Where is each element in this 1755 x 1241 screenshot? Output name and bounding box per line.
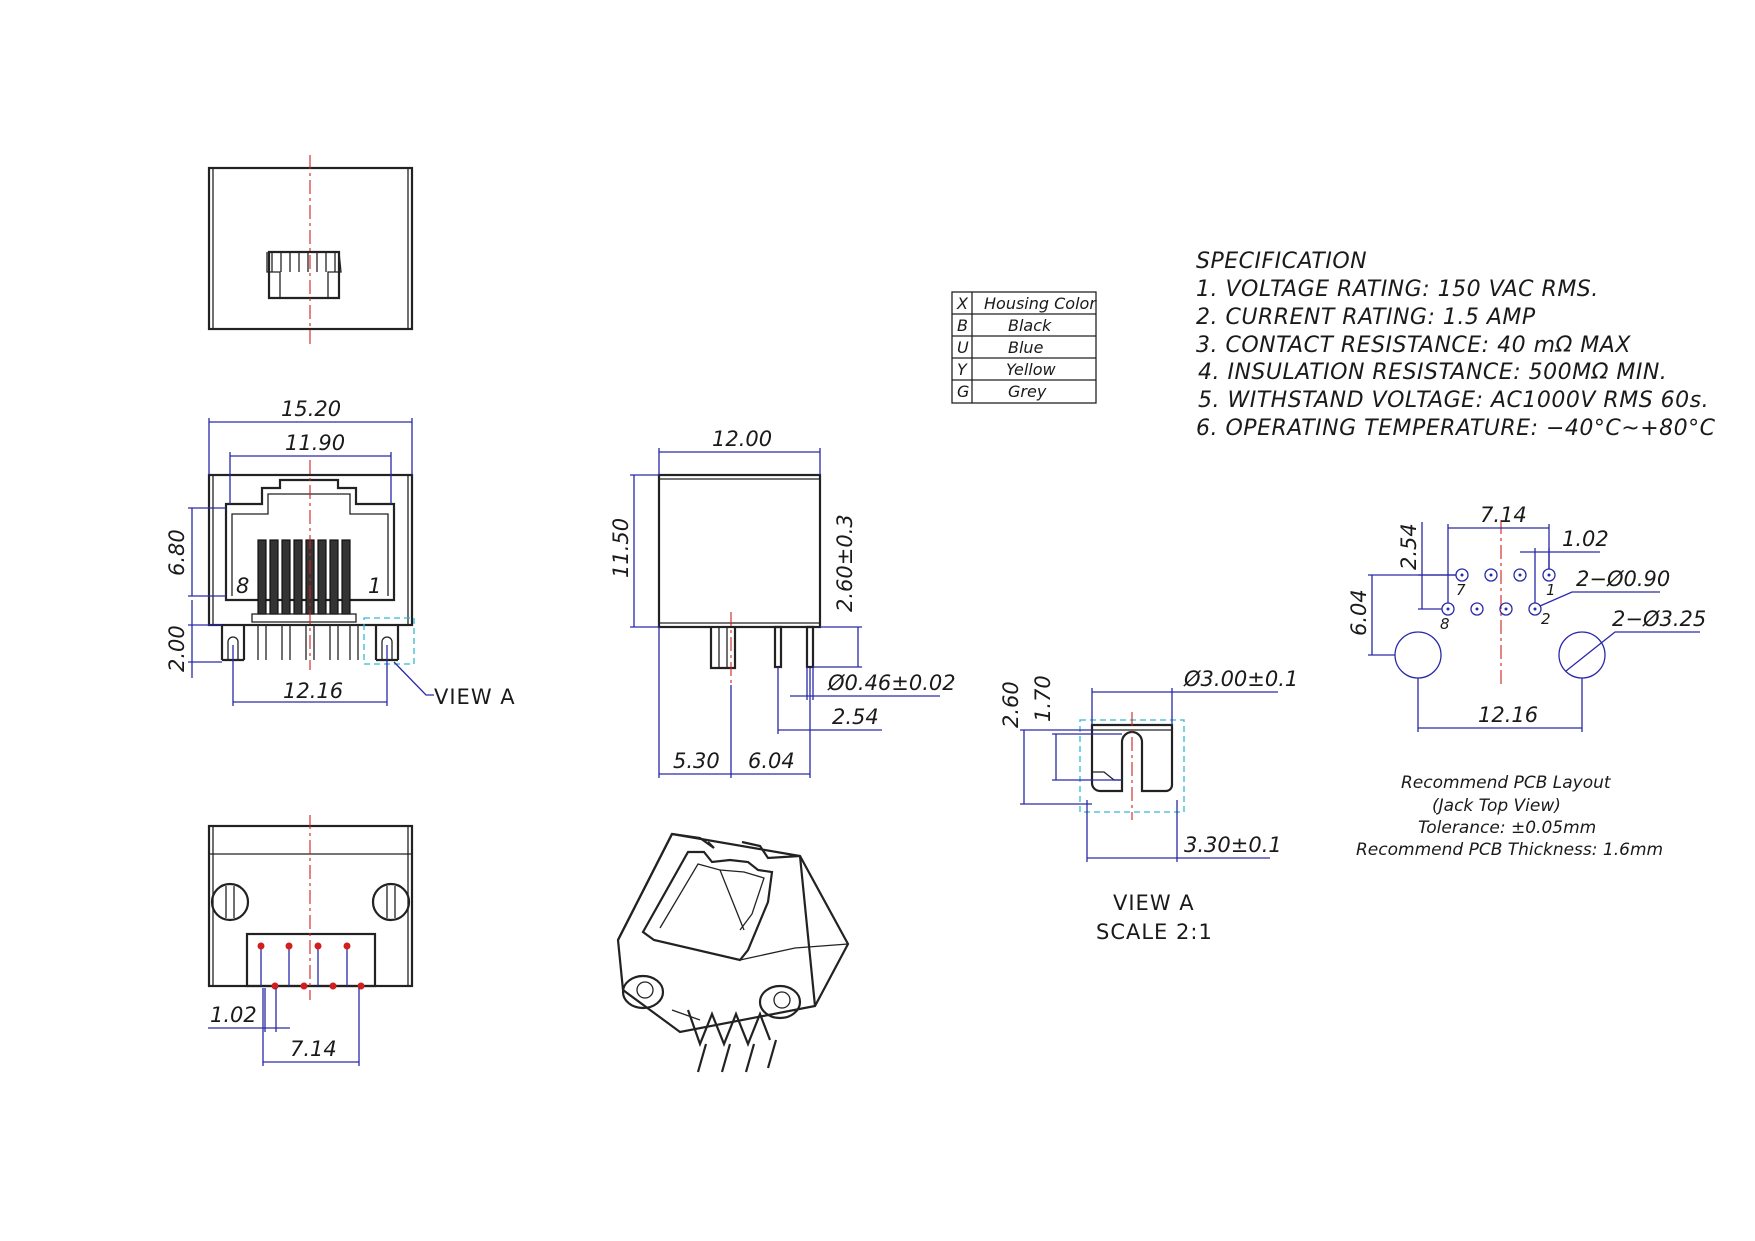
- svg-text:2.60±0.3: 2.60±0.3: [833, 514, 857, 612]
- dim-pin-diameter: Ø0.46±0.02: [790, 667, 956, 700]
- spec-item: 1. VOLTAGE RATING: 150 VAC RMS.: [1196, 277, 1599, 302]
- svg-text:15.20: 15.20: [281, 397, 341, 421]
- top-view: [207, 155, 414, 345]
- svg-text:1.02: 1.02: [1562, 527, 1609, 551]
- front-legs: [220, 625, 400, 662]
- svg-text:7.14: 7.14: [1480, 503, 1527, 527]
- dim-pcb-large-hole: 2−Ø3.25: [1565, 607, 1706, 672]
- pcb-note: Recommend PCB Thickness: 1.6mm: [1356, 840, 1663, 860]
- svg-text:7.14: 7.14: [290, 1037, 337, 1061]
- svg-text:12.00: 12.00: [712, 427, 772, 451]
- dim-5-30: 5.30: [658, 627, 732, 778]
- table-code: B: [957, 316, 968, 335]
- svg-text:11.90: 11.90: [285, 431, 345, 455]
- spec-item: 6. OPERATING TEMPERATURE: −40°C~+80°C: [1196, 416, 1716, 441]
- specification-block: SPECIFICATION 1. VOLTAGE RATING: 150 VAC…: [1196, 249, 1716, 441]
- bottom-view: 1.02 7.14: [207, 815, 414, 1066]
- svg-text:Ø3.00±0.1: Ø3.00±0.1: [1183, 667, 1298, 691]
- svg-text:1.70: 1.70: [1031, 675, 1055, 722]
- pcb-note: Tolerance: ±0.05mm: [1418, 818, 1596, 838]
- table-code: Y: [957, 360, 968, 379]
- spec-item: 4. INSULATION RESISTANCE: 500MΩ MIN.: [1198, 360, 1667, 385]
- dim-pcb-12-16: 12.16: [1417, 678, 1583, 732]
- dim-view-a-height: 2.60: [999, 681, 1092, 805]
- dim-view-a-inner: 1.70: [1031, 675, 1122, 781]
- dim-12-16-front: 12.16: [232, 645, 388, 706]
- dim-12-00: 12.00: [658, 427, 821, 475]
- table-color: Grey: [1008, 382, 1047, 401]
- svg-text:2−Ø3.25: 2−Ø3.25: [1612, 607, 1706, 631]
- dim-2-60-pin: 2.60±0.3: [813, 514, 862, 668]
- svg-text:3.30±0.1: 3.30±0.1: [1184, 833, 1282, 857]
- svg-text:2−Ø0.90: 2−Ø0.90: [1576, 567, 1670, 591]
- pcb-pin-8: 8: [1440, 615, 1450, 633]
- table-header-x: X: [956, 294, 969, 313]
- dim-pcb-6-04: 6.04: [1347, 574, 1456, 656]
- pcb-pin-2: 2: [1541, 610, 1551, 628]
- svg-text:Ø0.46±0.02: Ø0.46±0.02: [827, 671, 956, 695]
- svg-text:2.54: 2.54: [1397, 523, 1421, 570]
- dim-1-02-bottom: 1.02: [208, 988, 290, 1032]
- dim-6-80: 6.80: [165, 507, 226, 597]
- table-color: Blue: [1008, 338, 1044, 357]
- isometric-view: [616, 832, 850, 1073]
- dim-7-14-bottom: 7.14: [262, 988, 360, 1066]
- dim-pcb-small-hole: 2−Ø0.90: [1539, 567, 1670, 607]
- svg-text:11.50: 11.50: [609, 518, 633, 578]
- housing-color-table: X Housing Color B Black U Blue Y Yellow …: [951, 291, 1097, 404]
- pcb-note: Recommend PCB Layout: [1401, 773, 1612, 793]
- dim-11-90: 11.90: [229, 431, 392, 504]
- dim-view-a-width: 3.30±0.1: [1086, 800, 1282, 862]
- spec-item: 3. CONTACT RESISTANCE: 40 mΩ MAX: [1196, 333, 1631, 358]
- table-code: U: [957, 338, 969, 357]
- dim-pcb-1-02: 1.02: [1520, 527, 1609, 603]
- contact-blades: [257, 539, 351, 615]
- table-header-color: Housing Color: [984, 294, 1097, 313]
- view-a-callout: VIEW A: [393, 661, 516, 709]
- dim-6-04-side: 6.04: [731, 734, 811, 778]
- svg-text:12.16: 12.16: [1478, 703, 1538, 727]
- table-code: G: [957, 382, 969, 401]
- dim-pcb-7-14: 7.14: [1447, 503, 1550, 603]
- svg-text:1.02: 1.02: [210, 1003, 257, 1027]
- front-pin-8-label: 8: [236, 574, 249, 598]
- dim-2-54-side: 2.54: [777, 667, 882, 734]
- svg-text:5.30: 5.30: [673, 749, 720, 773]
- side-view: 12.00 11.50 2.60±0.3 Ø0.46±0.02: [609, 427, 956, 778]
- svg-text:2.60: 2.60: [999, 681, 1023, 728]
- spec-title: SPECIFICATION: [1196, 249, 1367, 274]
- spec-item: 5. WITHSTAND VOLTAGE: AC1000V RMS 60s.: [1198, 388, 1709, 413]
- svg-text:6.80: 6.80: [165, 529, 189, 576]
- svg-text:2.54: 2.54: [832, 705, 879, 729]
- table-color: Yellow: [1006, 360, 1057, 379]
- svg-text:2.00: 2.00: [165, 625, 189, 672]
- dim-view-a-diameter: Ø3.00±0.1: [1091, 667, 1298, 725]
- pcb-pin-1: 1: [1546, 581, 1556, 599]
- view-a-title: VIEW A: [1113, 891, 1195, 915]
- front-view: 8 1 15.20 11.90 6.80 2.00: [165, 397, 516, 709]
- svg-text:6.04: 6.04: [1347, 589, 1371, 636]
- bottom-pins: [257, 942, 365, 990]
- pcb-layout: 7 1 8 2 7.14 1.02 2.54 6: [1347, 503, 1706, 860]
- pcb-pin-7: 7: [1456, 581, 1466, 599]
- svg-text:VIEW A: VIEW A: [434, 685, 516, 709]
- table-color: Black: [1008, 316, 1052, 335]
- svg-text:12.16: 12.16: [283, 679, 343, 703]
- spec-item: 2. CURRENT RATING: 1.5 AMP: [1196, 305, 1536, 330]
- front-pin-1-label: 1: [368, 574, 381, 598]
- view-a-detail: Ø3.00±0.1 2.60 1.70 3.30±0.1 VIEW A SCAL…: [999, 667, 1298, 944]
- dim-2-00: 2.00: [165, 600, 222, 678]
- svg-text:6.04: 6.04: [748, 749, 795, 773]
- view-a-scale: SCALE 2:1: [1096, 920, 1213, 944]
- dim-15-20: 15.20: [208, 397, 413, 475]
- dim-pcb-2-54: 2.54: [1397, 522, 1456, 610]
- dim-11-50: 11.50: [609, 474, 659, 628]
- pcb-note: (Jack Top View): [1432, 796, 1561, 816]
